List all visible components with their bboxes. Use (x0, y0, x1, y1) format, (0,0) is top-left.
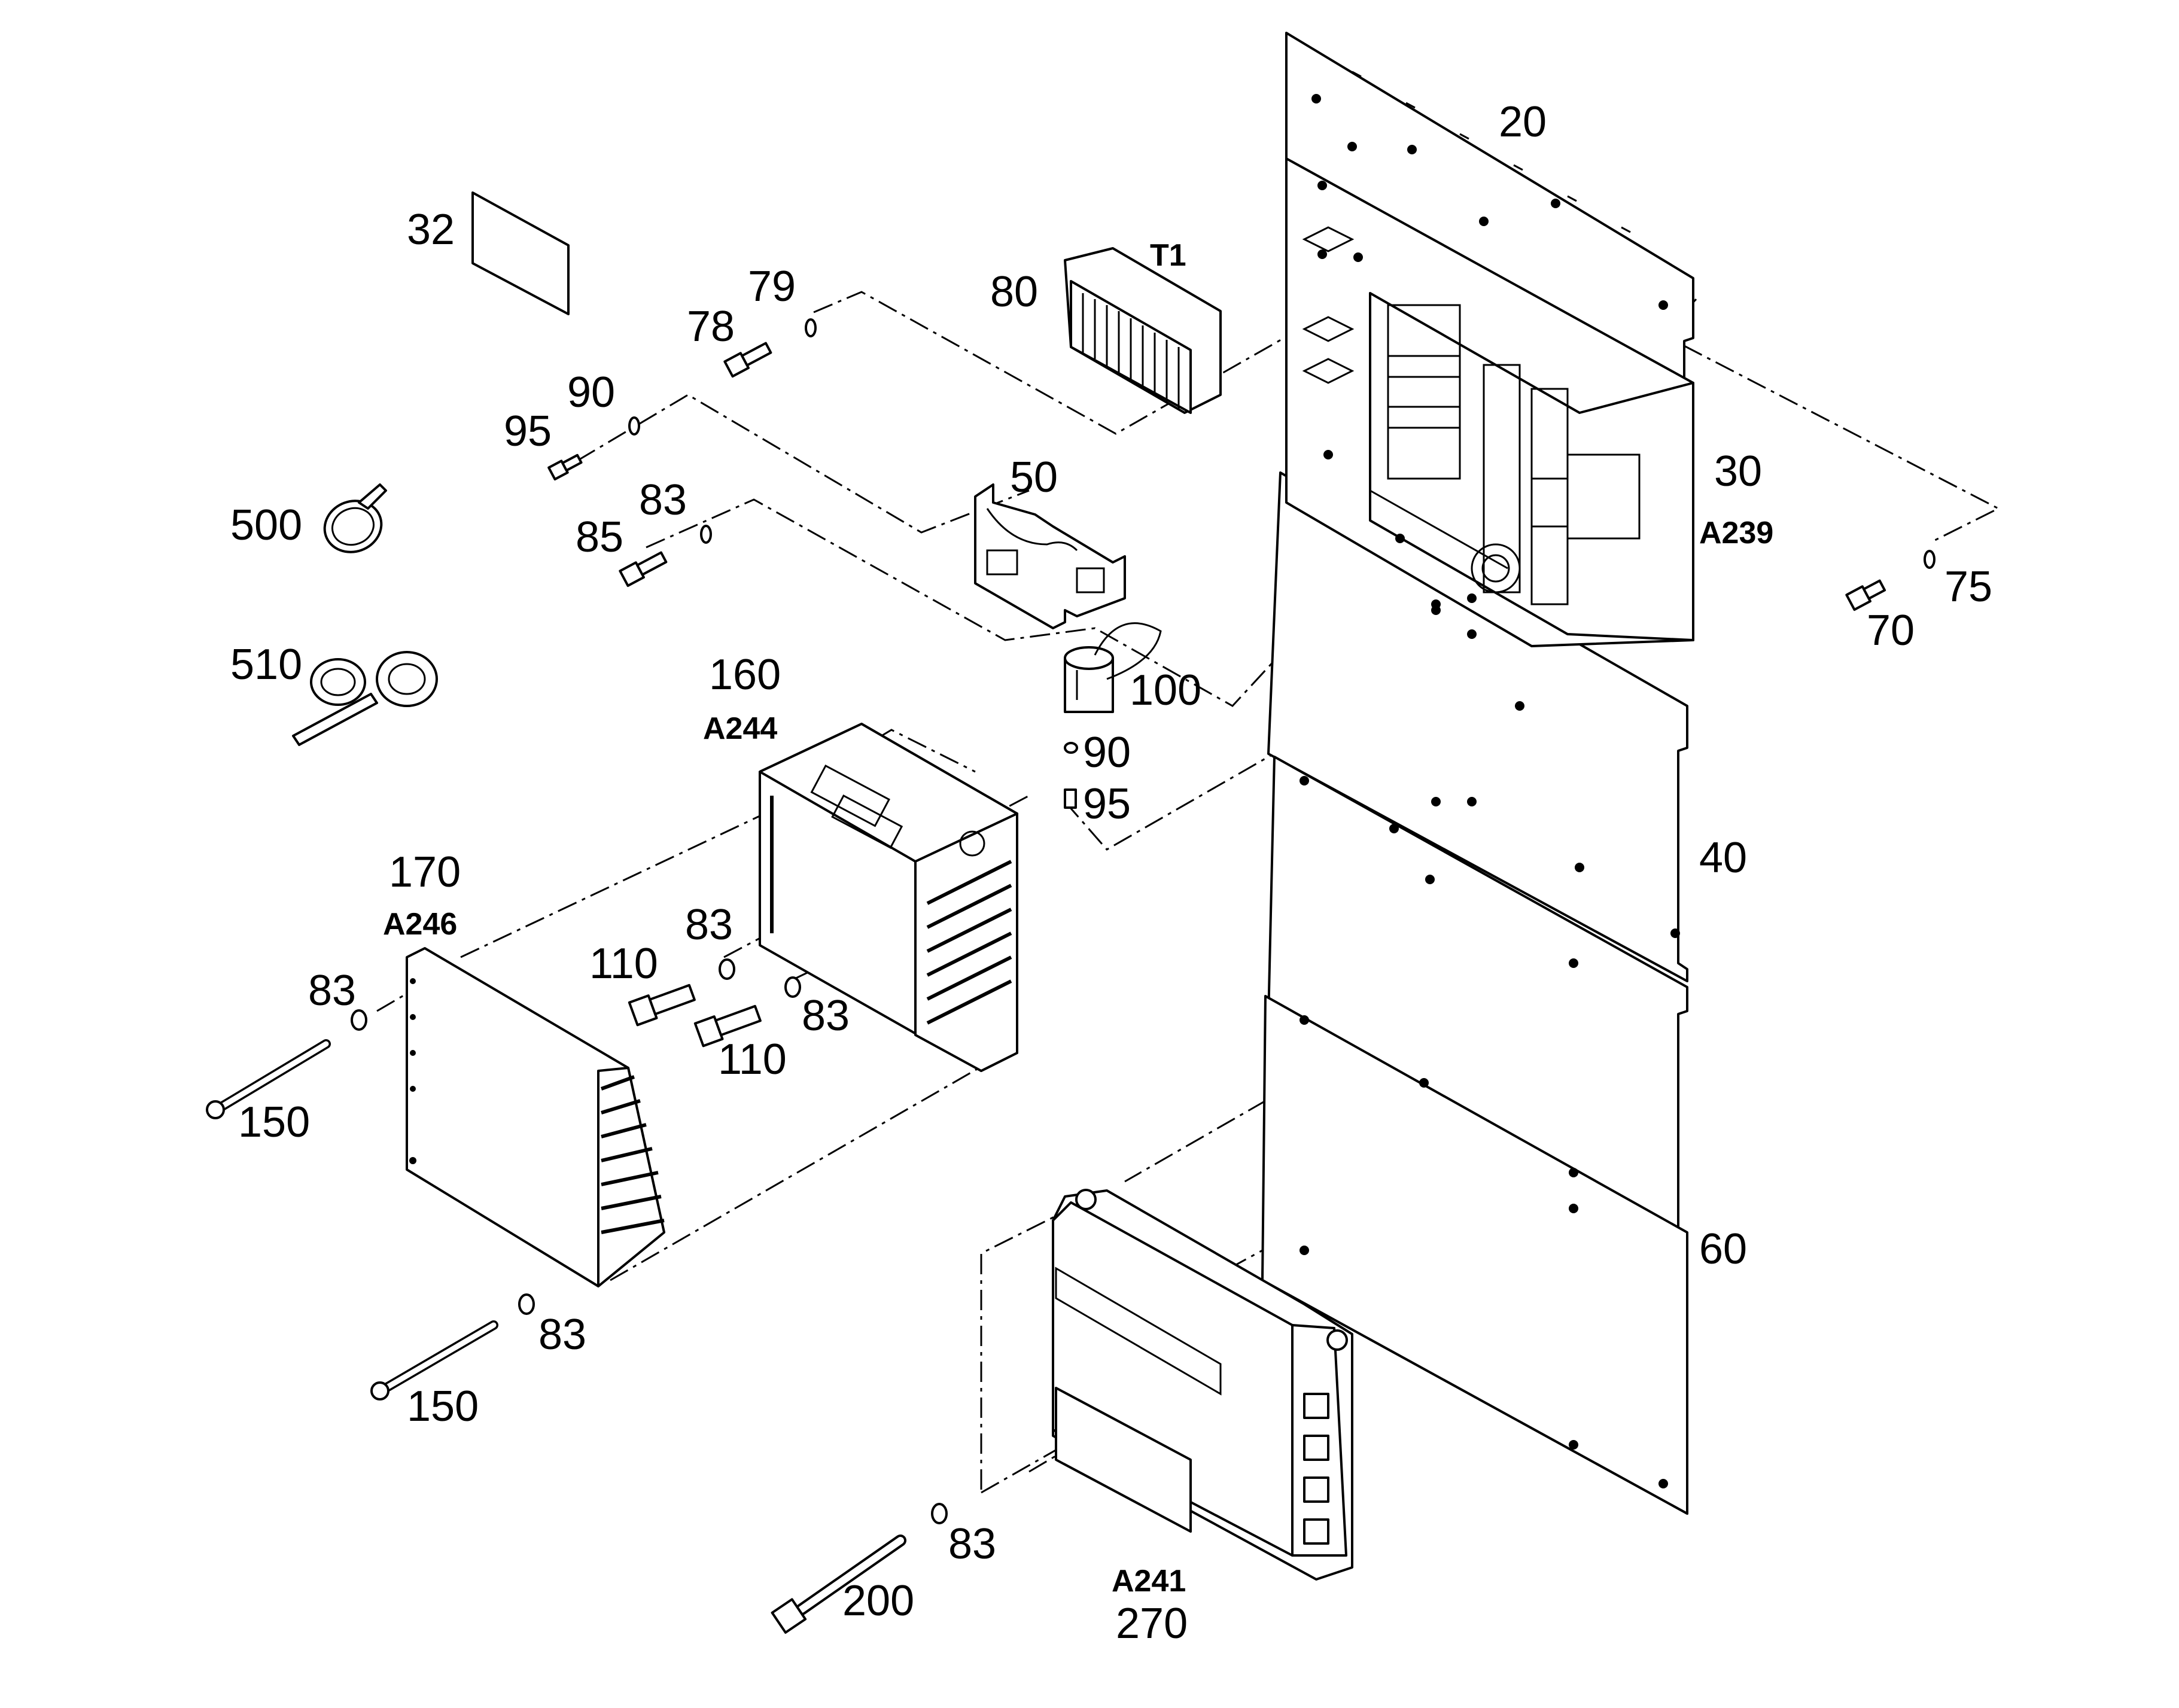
panel-60 (1261, 756, 1688, 1515)
label-75: 75 (1944, 563, 1992, 611)
cable-tie-500 (323, 483, 387, 553)
bolt-150a (206, 1039, 331, 1119)
screw-95b (1064, 788, 1077, 809)
label-95b: 95 (1083, 780, 1131, 828)
washer-83c (784, 976, 801, 998)
label-170: 170 (389, 848, 461, 896)
module-160 (759, 723, 1018, 1072)
label-85: 85 (576, 513, 623, 561)
label-270: 270 (1116, 1600, 1188, 1648)
bolt-200 (771, 1535, 906, 1634)
label-83f: 83 (948, 1520, 996, 1568)
callout-labels: 20 30 A239 32 T1 80 79 78 90 95 83 85 50… (230, 98, 1992, 1648)
label-a244: A244 (703, 711, 777, 746)
bolt-150b (370, 1320, 498, 1401)
label-40: 40 (1699, 834, 1747, 882)
washer-90a (628, 416, 640, 436)
label-510: 510 (230, 641, 302, 689)
washer-83f (931, 1503, 948, 1524)
screw-78 (723, 342, 772, 378)
washer-79 (805, 318, 817, 337)
bracket-50 (974, 483, 1126, 629)
label-160: 160 (709, 651, 781, 699)
screw-95a (547, 453, 583, 481)
component-100 (1064, 622, 1162, 713)
label-32: 32 (407, 206, 455, 254)
label-70: 70 (1867, 607, 1915, 654)
label-a239: A239 (1699, 516, 1773, 550)
label-t1: T1 (1150, 238, 1186, 273)
label-78: 78 (687, 303, 735, 351)
screw-110b (693, 1004, 762, 1048)
plate-32 (471, 191, 570, 315)
controller-270 (1052, 1189, 1353, 1581)
label-100: 100 (1130, 666, 1201, 714)
washer-83b (719, 958, 735, 980)
label-90a: 90 (567, 369, 615, 416)
label-95a: 95 (504, 407, 552, 455)
washer-83d (351, 1009, 367, 1031)
screw-110a (628, 984, 696, 1027)
label-83e: 83 (538, 1311, 586, 1359)
washer-83e (518, 1293, 535, 1315)
label-110b: 110 (718, 1036, 787, 1083)
label-200: 200 (842, 1577, 914, 1625)
cable-tie-510 (292, 651, 438, 746)
label-90b: 90 (1083, 729, 1131, 777)
washer-90b (1064, 742, 1078, 754)
transformer-80 (1064, 247, 1222, 414)
label-a246: A246 (383, 907, 457, 942)
screw-70 (1845, 579, 1886, 611)
label-50: 50 (1010, 453, 1058, 501)
label-60: 60 (1699, 1225, 1747, 1273)
screw-85 (619, 551, 668, 587)
label-79: 79 (748, 263, 796, 310)
module-170 (406, 947, 665, 1287)
label-30: 30 (1714, 447, 1762, 495)
label-83a: 83 (639, 476, 687, 524)
label-110a: 110 (589, 940, 658, 988)
label-80: 80 (990, 268, 1038, 316)
washer-75 (1924, 550, 1935, 569)
electrical-box-30 (1285, 157, 1694, 647)
label-500: 500 (230, 501, 302, 549)
label-150a: 150 (238, 1098, 310, 1146)
washer-83a (700, 525, 712, 544)
label-a241: A241 (1112, 1564, 1186, 1599)
label-83b: 83 (685, 901, 733, 949)
label-83c: 83 (802, 992, 850, 1040)
label-83d: 83 (308, 967, 356, 1015)
label-20: 20 (1499, 98, 1547, 146)
screws-and-washers (206, 318, 1935, 1634)
label-150b: 150 (407, 1383, 479, 1430)
